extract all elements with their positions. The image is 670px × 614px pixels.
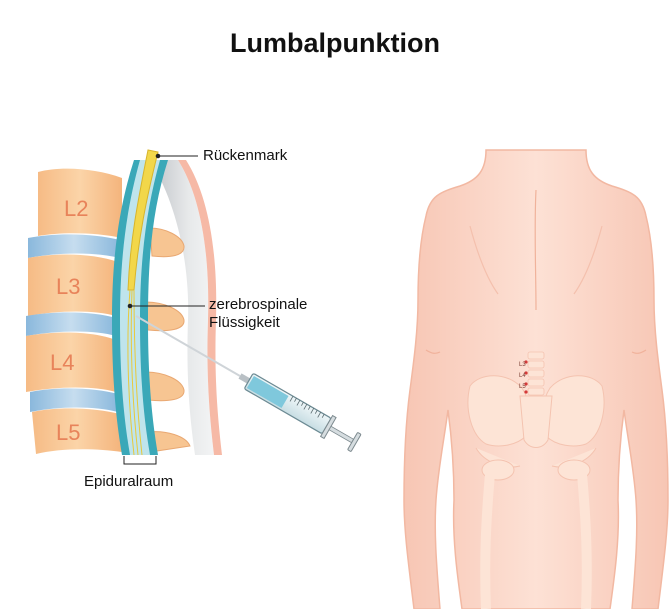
puncture-marks <box>524 360 528 394</box>
vertebra-label-l5: L5 <box>56 420 80 445</box>
disc-l4-l5 <box>30 388 118 412</box>
elbow-right <box>631 349 647 354</box>
skin-layer <box>178 160 222 455</box>
body-mark-l5: L5 <box>519 384 526 390</box>
body-back-view: L3 L4 L5 <box>403 149 669 610</box>
vertebra-label-l2: L2 <box>64 196 88 221</box>
vertebra-l2 <box>38 168 122 238</box>
femur-left <box>480 473 495 610</box>
back-groove <box>534 189 537 311</box>
label-epidural-space: Epiduralraum <box>84 473 174 490</box>
disc-l2-l3 <box>28 234 120 258</box>
spinous-processes <box>145 227 191 453</box>
vertebra-l5 <box>32 408 122 454</box>
label-csf-line2: Flüssigkeit <box>209 314 280 331</box>
vertebra-l4 <box>26 332 116 392</box>
body-mark-l4: L4 <box>519 373 526 379</box>
syringe-icon <box>238 373 362 452</box>
lumbar-overlay <box>527 351 545 396</box>
needle <box>135 315 241 377</box>
spine-section: L2 L3 L4 L5 <box>26 149 241 456</box>
vertebra-l3 <box>28 254 118 316</box>
vertebra-label-l4: L4 <box>50 350 74 375</box>
shoulder-blade-right <box>573 225 603 295</box>
leader-lines <box>123 153 205 465</box>
soft-tissue <box>150 160 214 455</box>
pelvis <box>467 375 605 481</box>
label-csf-line1: zerebrospinale <box>209 296 308 313</box>
shoulder-blade-left <box>469 225 499 295</box>
page-title: Lumbalpunktion <box>230 28 440 58</box>
femur-right <box>577 473 592 610</box>
disc-l3-l4 <box>26 312 116 336</box>
vertebra-label-l3: L3 <box>56 274 80 299</box>
vertebral-bodies <box>26 168 122 454</box>
body-mark-l3: L3 <box>519 362 526 368</box>
label-spinal-cord: Rückenmark <box>203 147 288 164</box>
canal-inner <box>120 160 160 455</box>
elbow-left <box>425 349 441 354</box>
